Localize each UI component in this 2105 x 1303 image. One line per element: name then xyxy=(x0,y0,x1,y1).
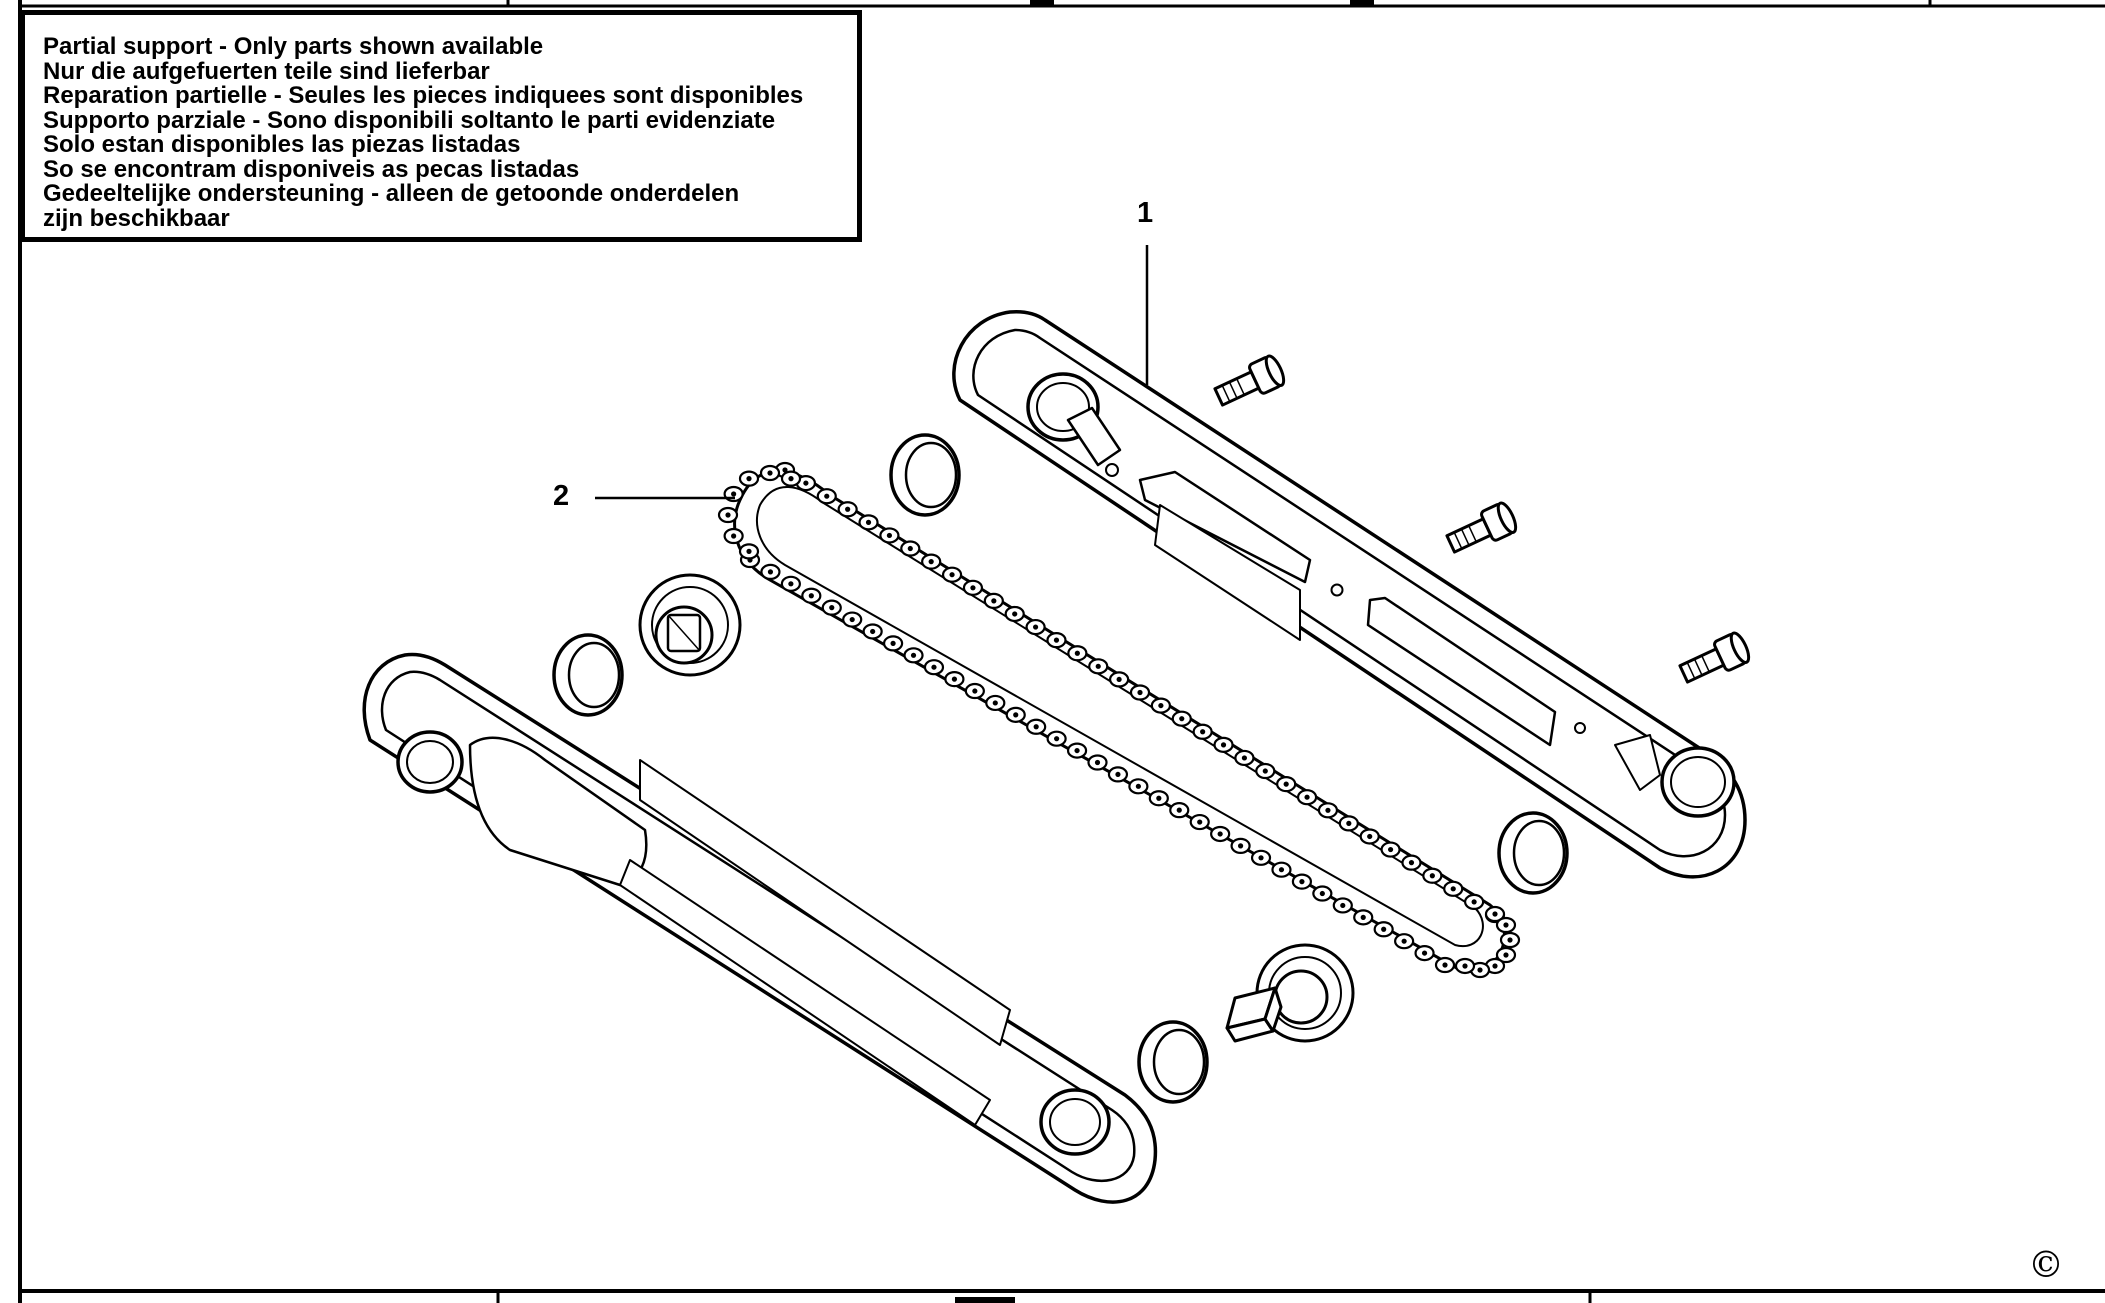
notice-line: Solo estan disponibles las piezas listad… xyxy=(43,131,521,158)
chain-link xyxy=(816,488,837,505)
chain-link xyxy=(1454,957,1476,975)
chain-link xyxy=(1107,766,1129,783)
chain-link xyxy=(1025,618,1046,636)
chain-link xyxy=(921,553,942,570)
notice-line: Nur die aufgefuerten teile sind lieferba… xyxy=(43,57,490,85)
chain-link xyxy=(842,611,863,628)
chain-link xyxy=(962,579,984,596)
chain-link xyxy=(1234,749,1255,767)
notice-line: zijn beschikbaar xyxy=(43,204,230,232)
chain-link xyxy=(717,506,739,524)
chain-link xyxy=(1150,697,1171,714)
chain-link xyxy=(1353,909,1374,926)
chain-link xyxy=(900,540,921,557)
notice-line: Partial support - Only parts shown avail… xyxy=(43,33,544,60)
housing-screws xyxy=(1213,354,1751,684)
chain-link xyxy=(738,543,760,560)
chain-link xyxy=(1271,861,1292,878)
chain-link xyxy=(1380,841,1401,858)
chain-link xyxy=(1422,867,1443,884)
notice-line: Reparation partielle - Seules les pieces… xyxy=(43,82,804,109)
chain-link xyxy=(1067,645,1088,662)
chain-link xyxy=(1394,933,1415,950)
upper-housing-plate xyxy=(952,310,1747,879)
chain-link xyxy=(903,647,924,664)
chain-link xyxy=(760,563,781,581)
chain-link xyxy=(1464,893,1485,911)
chain-link xyxy=(1291,873,1313,890)
chain-link xyxy=(1148,790,1169,807)
chain-link xyxy=(1088,658,1109,675)
partial-support-notice: Partial support - Only parts shown avail… xyxy=(20,10,862,242)
chain-link xyxy=(858,514,879,531)
leader-lines xyxy=(595,245,1149,500)
upper-sprocket xyxy=(638,573,742,677)
chain-link xyxy=(1373,921,1394,938)
chain-link xyxy=(1434,956,1456,974)
chain-link xyxy=(1128,778,1149,795)
lower-sprocket-with-square-drive xyxy=(1225,943,1355,1043)
copyright-icon: © xyxy=(2028,1245,2064,1286)
chain-link xyxy=(1230,837,1251,854)
chain-link xyxy=(1401,854,1422,871)
chain-link xyxy=(1189,813,1210,831)
chain-link xyxy=(1210,825,1231,843)
chain-link xyxy=(759,464,781,482)
chain-link xyxy=(1066,742,1088,759)
chain-link xyxy=(983,592,1004,609)
chain-link xyxy=(1338,815,1359,832)
chain-link xyxy=(1169,802,1190,819)
chain-link xyxy=(1359,828,1380,845)
chain-link xyxy=(1004,605,1025,623)
chain-link xyxy=(941,566,963,583)
chain-link xyxy=(879,527,900,544)
notice-line: Supporto parziale - Sono disponibili sol… xyxy=(43,106,776,134)
chain-link xyxy=(1129,684,1151,701)
chain-link xyxy=(1414,944,1435,962)
chain-link xyxy=(801,587,822,604)
chain-link xyxy=(1499,931,1521,949)
chain-link xyxy=(723,527,744,545)
chain-link xyxy=(1443,880,1464,897)
drive-chain xyxy=(717,461,1521,979)
chain-link xyxy=(944,671,965,688)
chain-link xyxy=(1109,671,1130,688)
chain-link xyxy=(1296,789,1318,806)
chain-link xyxy=(923,659,945,676)
chain-link xyxy=(1495,916,1517,934)
notice-line: So se encontram disponiveis as pecas lis… xyxy=(43,155,580,183)
lower-housing-plate xyxy=(362,652,1158,1204)
chain-link xyxy=(780,575,801,592)
notice-line: Gedeeltelijke ondersteuning - alleen de … xyxy=(43,180,740,207)
callout-2: 2 xyxy=(553,480,570,512)
chain-link xyxy=(1005,706,1026,723)
chain-link xyxy=(1171,710,1192,727)
chain-link xyxy=(1312,885,1333,902)
chain-link xyxy=(882,635,904,652)
chain-link xyxy=(862,623,883,640)
chain-link xyxy=(1250,849,1272,866)
chain-link xyxy=(1087,754,1108,771)
chain-link xyxy=(821,599,842,616)
callout-1: 1 xyxy=(1137,197,1154,229)
chain-link xyxy=(837,501,858,518)
chain-link xyxy=(1046,730,1067,747)
chain-link xyxy=(780,470,802,487)
chain-link xyxy=(1317,802,1339,819)
chain-link xyxy=(1332,897,1353,914)
chain-link xyxy=(1046,632,1067,649)
chain-link xyxy=(1213,736,1234,753)
bushings xyxy=(552,433,1569,1104)
chain-link xyxy=(1276,776,1297,793)
chain-link xyxy=(738,470,760,487)
chain-link xyxy=(964,682,985,700)
chain-link xyxy=(1255,762,1276,780)
chain-link xyxy=(1026,718,1047,735)
chain-link xyxy=(1192,723,1213,740)
chain-link xyxy=(985,694,1006,712)
